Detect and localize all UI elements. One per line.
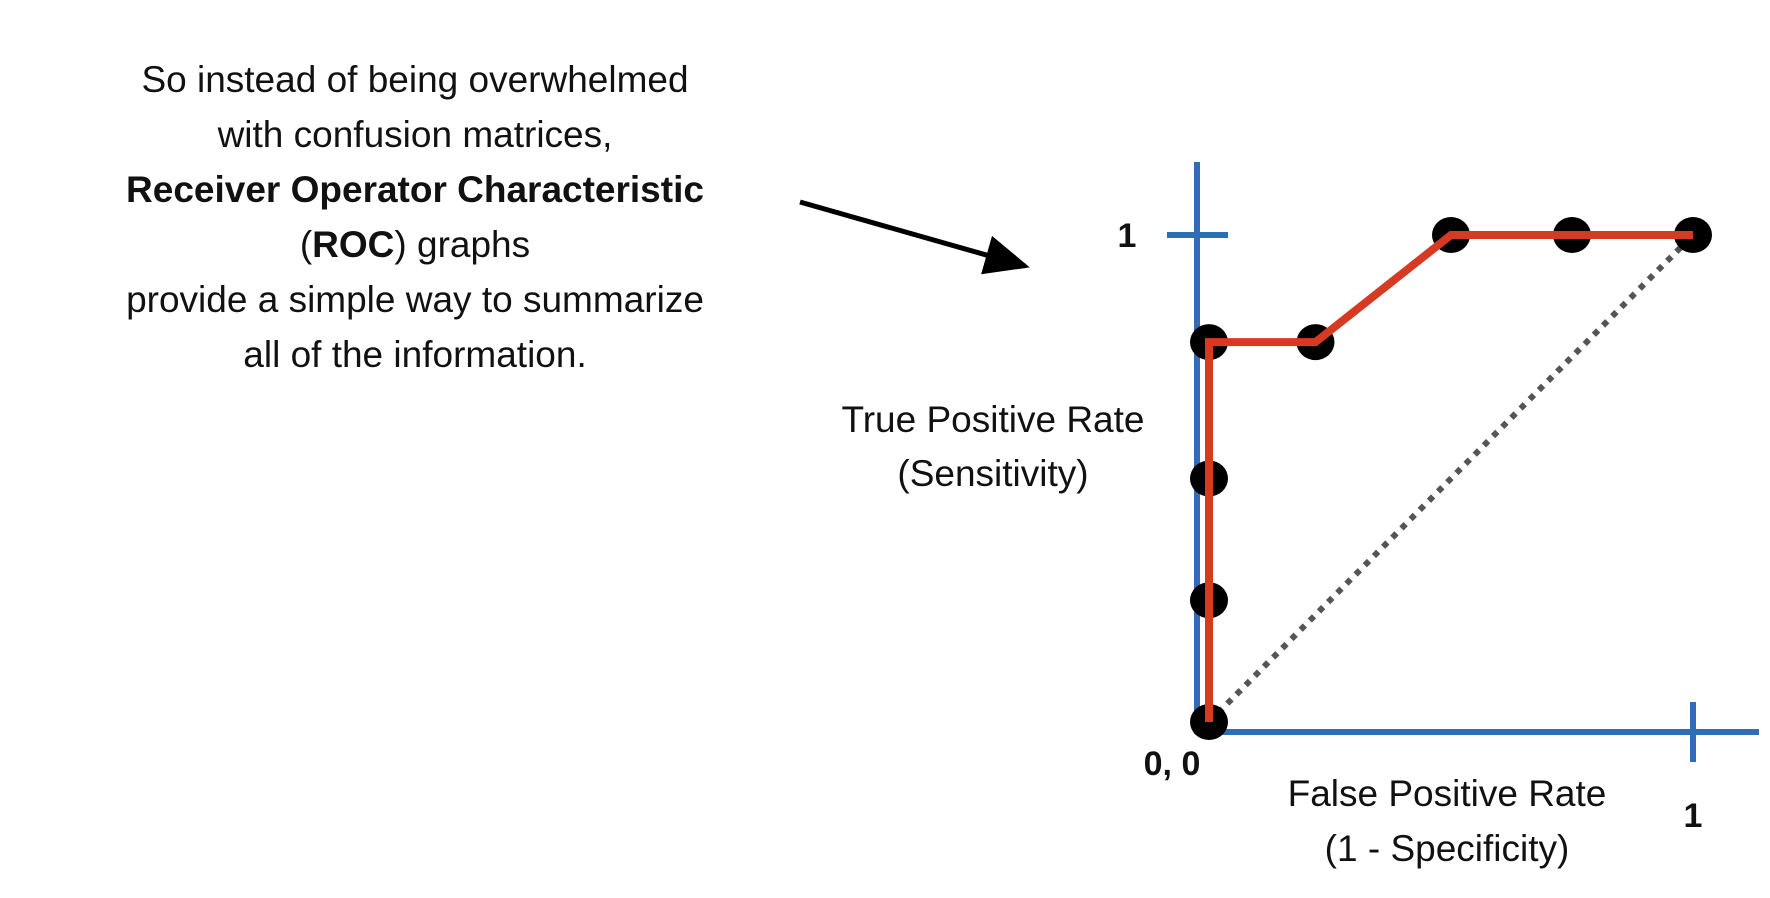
y-axis-label-sub: (Sensitivity) (897, 453, 1088, 494)
random-guess-diagonal (1206, 232, 1696, 725)
pointer-arrow (799, 199, 1030, 275)
paren: ( (299, 224, 313, 265)
roc-curve (1205, 231, 1693, 722)
x-axis-label-sub: (1 - Specificity) (1325, 828, 1570, 869)
caption-text: So instead of being overwhelmed with con… (20, 52, 810, 382)
caption-line-bold: Receiver Operator Characteristic (20, 162, 810, 217)
roc-abbrev: ROC (312, 224, 395, 265)
caption-line: So instead of being overwhelmed (141, 59, 689, 100)
marks (1190, 217, 1712, 740)
caption-line: all of the information. (243, 334, 587, 375)
caption-line: with confusion matrices, (217, 114, 613, 155)
origin-label: 0, 0 (1144, 745, 1201, 783)
y-axis-label: True Positive Rate (842, 399, 1145, 440)
caption-line: (ROC) graphs (20, 217, 810, 272)
caption-line: provide a simple way to summarize (126, 279, 704, 320)
y-tick-label: 1 (1118, 217, 1137, 255)
roc-full-name: Receiver Operator Characteristic (126, 169, 704, 210)
x-tick-label: 1 (1684, 797, 1703, 835)
axes (1167, 162, 1759, 762)
x-axis-label: False Positive Rate (1288, 773, 1607, 814)
caption-text-part: ) graphs (394, 224, 531, 265)
